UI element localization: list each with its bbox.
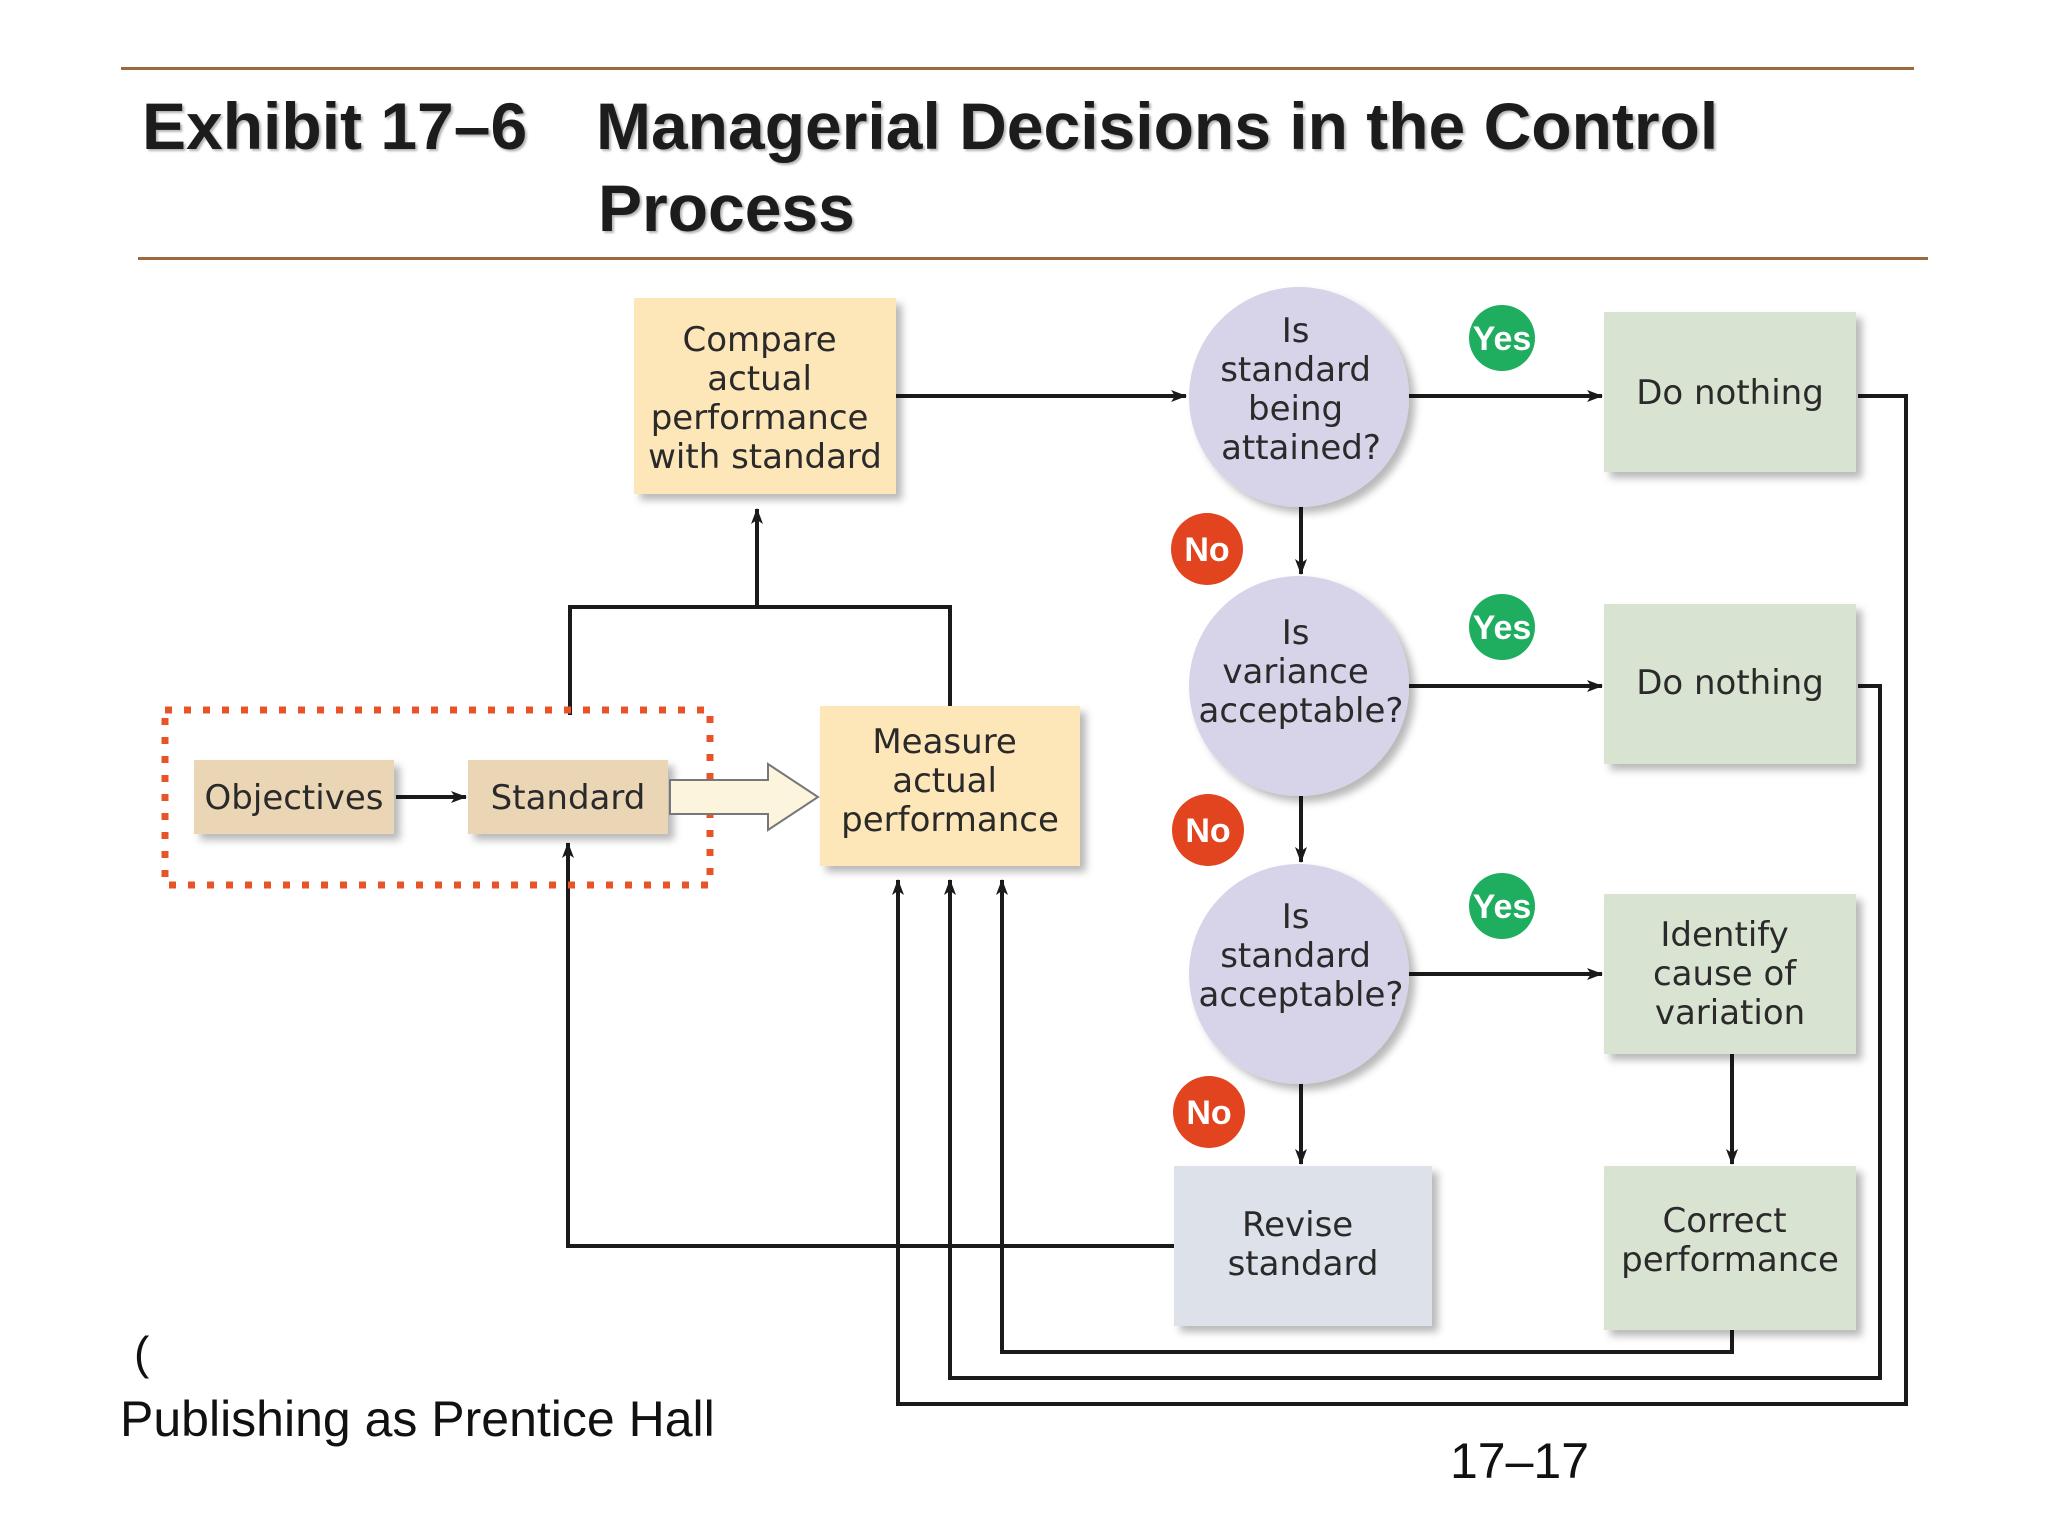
do-nothing-1-box <box>1604 312 1856 472</box>
compare-label: Compare actual performance with standard <box>648 320 882 477</box>
revise-box <box>1174 1166 1432 1326</box>
measure-box <box>820 706 1080 866</box>
loop-correct-to-measure <box>996 879 1734 1354</box>
q1-decision-circle <box>1189 287 1409 507</box>
yes-badge-label: Yes <box>1473 609 1532 647</box>
loop-do-nothing-2-to-measure <box>944 684 1882 1380</box>
standard-label: Standard <box>491 778 646 818</box>
do-nothing-1-label: Do nothing <box>1636 373 1824 413</box>
standard-box <box>468 760 668 834</box>
compare-label-line: Compare <box>682 320 836 360</box>
identify-label-line: cause of <box>1653 954 1797 994</box>
compare-label-line: performance <box>651 398 869 438</box>
identify-label: Identify cause of variation <box>1653 915 1807 1033</box>
q1-label-line: standard <box>1220 350 1371 390</box>
measure-label-line: Measure <box>872 722 1017 762</box>
q3-label-line: Is <box>1282 897 1310 937</box>
title-line-1: Managerial Decisions in the Control <box>596 89 1719 163</box>
exhibit-label: Exhibit 17–6 <box>142 89 528 163</box>
q2-label-line: acceptable? <box>1199 691 1404 731</box>
yes-badge: Yes <box>1469 305 1535 371</box>
identify-label-line: variation <box>1655 993 1805 1033</box>
identify-box <box>1604 894 1856 1054</box>
q1-label-line: being <box>1248 389 1343 429</box>
q2-label: Is variance acceptable? <box>1199 613 1404 731</box>
q2-label-line: variance <box>1222 652 1368 692</box>
revise-label-line: standard <box>1228 1244 1379 1284</box>
page-number: 17–17 <box>1450 1433 1590 1489</box>
loop-do-nothing-1-to-measure <box>892 394 1908 1406</box>
yes-badge: Yes <box>1469 594 1535 660</box>
yes-badge: Yes <box>1469 873 1535 939</box>
correct-box <box>1604 1166 1856 1330</box>
do-nothing-2-box <box>1604 604 1856 764</box>
revise-label: Revise standard <box>1228 1205 1379 1284</box>
top-rule <box>121 67 1914 70</box>
q1-label: Is standard being attained? <box>1220 311 1382 468</box>
title-line-2: Process <box>598 171 855 245</box>
q3-label-line: acceptable? <box>1199 975 1404 1015</box>
q1-label-line: Is <box>1282 311 1310 351</box>
compare-box <box>634 298 896 494</box>
no-badge: No <box>1173 1076 1245 1148</box>
q3-decision-circle <box>1189 864 1409 1084</box>
measure-label: Measure actual performance <box>841 722 1059 840</box>
correct-label-line: Correct <box>1663 1201 1787 1241</box>
compare-label-line: with standard <box>648 437 882 477</box>
q1-label-line: attained? <box>1221 428 1381 468</box>
standard-to-compare-connector <box>568 605 952 715</box>
identify-label-line: Identify <box>1660 915 1788 955</box>
nodes <box>194 287 1856 1330</box>
objectives-box <box>194 760 394 834</box>
do-nothing-2-label: Do nothing <box>1636 663 1824 703</box>
hollow-arrow-standard-to-measure <box>669 762 820 832</box>
measure-label-line: actual <box>892 761 997 801</box>
loop-revise-to-standard <box>562 842 1174 1248</box>
no-badge-label: No <box>1184 531 1229 569</box>
correct-label: Correct performance <box>1621 1201 1839 1280</box>
no-badge-label: No <box>1185 812 1230 850</box>
yes-badge-label: Yes <box>1473 888 1532 926</box>
revise-label-line: Revise <box>1242 1205 1353 1245</box>
publisher-line: Publishing as Prentice Hall <box>120 1391 715 1447</box>
compare-label-line: actual <box>707 359 812 399</box>
q2-decision-circle <box>1189 576 1409 796</box>
bottom-rule <box>138 257 1928 260</box>
no-badge: No <box>1171 513 1243 585</box>
q3-label-line: standard <box>1220 936 1371 976</box>
measure-label-line: performance <box>841 800 1059 840</box>
no-badge-label: No <box>1186 1094 1231 1132</box>
objectives-label: Objectives <box>205 778 384 818</box>
q2-label-line: Is <box>1282 613 1310 653</box>
yes-badge-label: Yes <box>1473 320 1532 358</box>
no-badge: No <box>1172 794 1244 866</box>
q3-label: Is standard acceptable? <box>1199 897 1404 1015</box>
copyright-fragment: ( <box>134 1327 150 1379</box>
correct-label-line: performance <box>1621 1240 1839 1280</box>
connectors <box>396 390 1908 1406</box>
